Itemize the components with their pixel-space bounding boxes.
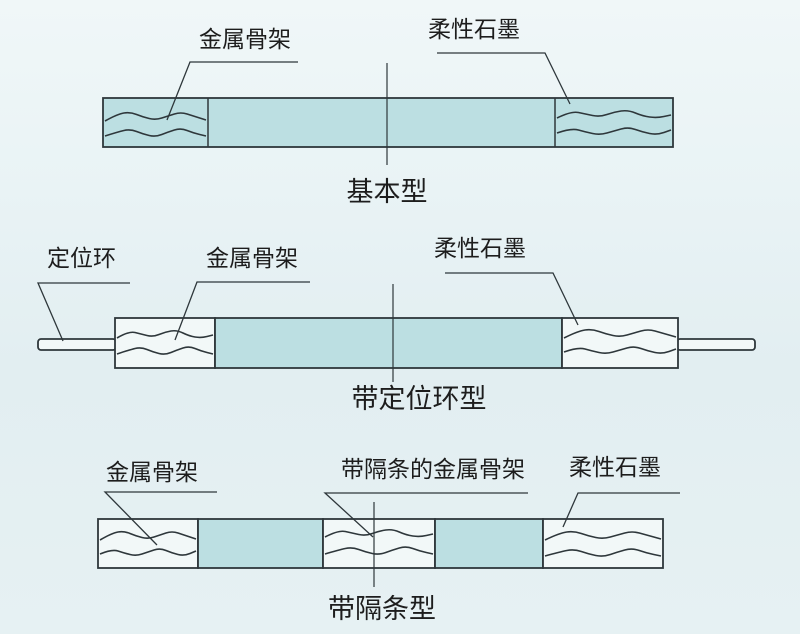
label-separator-metal-frame: 带隔条的金属骨架	[341, 456, 525, 482]
label-positioning-ring: 定位环	[47, 245, 116, 271]
leader-separator-type-metal-frame	[103, 491, 217, 546]
diagram-positioning-ring	[37, 272, 756, 382]
caption-positioning-ring-type: 带定位环型	[351, 384, 487, 414]
leader-basic-metal-frame	[166, 61, 298, 121]
label-metal-frame-basic: 金属骨架	[199, 26, 291, 52]
diagram-basic	[102, 52, 674, 165]
wave-metal-frame-upper	[104, 111, 207, 122]
ring-type-left-frame-section	[114, 317, 216, 369]
positioning-ring-right-tab	[676, 338, 756, 351]
wave-metal-frame-lower	[116, 346, 214, 355]
wave-graphite-lower	[563, 346, 677, 354]
separator-type-body-right	[434, 518, 544, 569]
leader-separator-type-flexible-graphite	[562, 492, 680, 528]
caption-separator-strip-type: 带隔条型	[328, 594, 436, 624]
separator-type-right-graphite-section	[542, 518, 664, 569]
wave-metal-frame-lower	[99, 548, 197, 556]
wave-graphite-upper	[544, 530, 662, 541]
leader-positioning-ring	[37, 282, 130, 342]
wave-metal-frame-lower	[104, 128, 207, 137]
wave-graphite-lower	[556, 127, 672, 135]
label-flexible-graphite-basic: 柔性石墨	[428, 16, 520, 42]
wave-graphite-upper	[556, 109, 672, 119]
wave-graphite-lower	[544, 548, 662, 557]
caption-basic-type: 基本型	[346, 177, 428, 207]
label-metal-frame-separator-type: 金属骨架	[106, 459, 198, 485]
leader-basic-flexible-graphite	[437, 52, 571, 105]
positioning-ring-left-tab	[37, 338, 117, 351]
label-flexible-graphite-ring-type: 柔性石墨	[434, 235, 526, 261]
ring-type-gasket-body	[214, 317, 563, 369]
label-flexible-graphite-separator-type: 柔性石墨	[569, 454, 661, 480]
leader-separator-metal-frame	[323, 492, 528, 538]
wave-metal-frame-upper	[116, 329, 214, 339]
leader-ring-type-flexible-graphite	[445, 272, 579, 326]
diagram-separator-strip	[97, 491, 680, 587]
separator-type-left-frame-section	[97, 518, 199, 569]
wave-metal-frame-upper	[99, 530, 197, 541]
wave-separator-frame-upper	[324, 528, 434, 538]
leader-ring-type-metal-frame	[174, 281, 310, 341]
wave-graphite-upper	[563, 328, 677, 339]
basic-gasket-body	[102, 97, 674, 148]
wave-separator-frame-lower	[324, 546, 434, 555]
separator-type-middle-frame-section	[322, 518, 436, 569]
ring-type-right-graphite-section	[561, 317, 679, 369]
label-metal-frame-ring-type: 金属骨架	[206, 245, 298, 271]
separator-type-body-left	[197, 518, 324, 569]
